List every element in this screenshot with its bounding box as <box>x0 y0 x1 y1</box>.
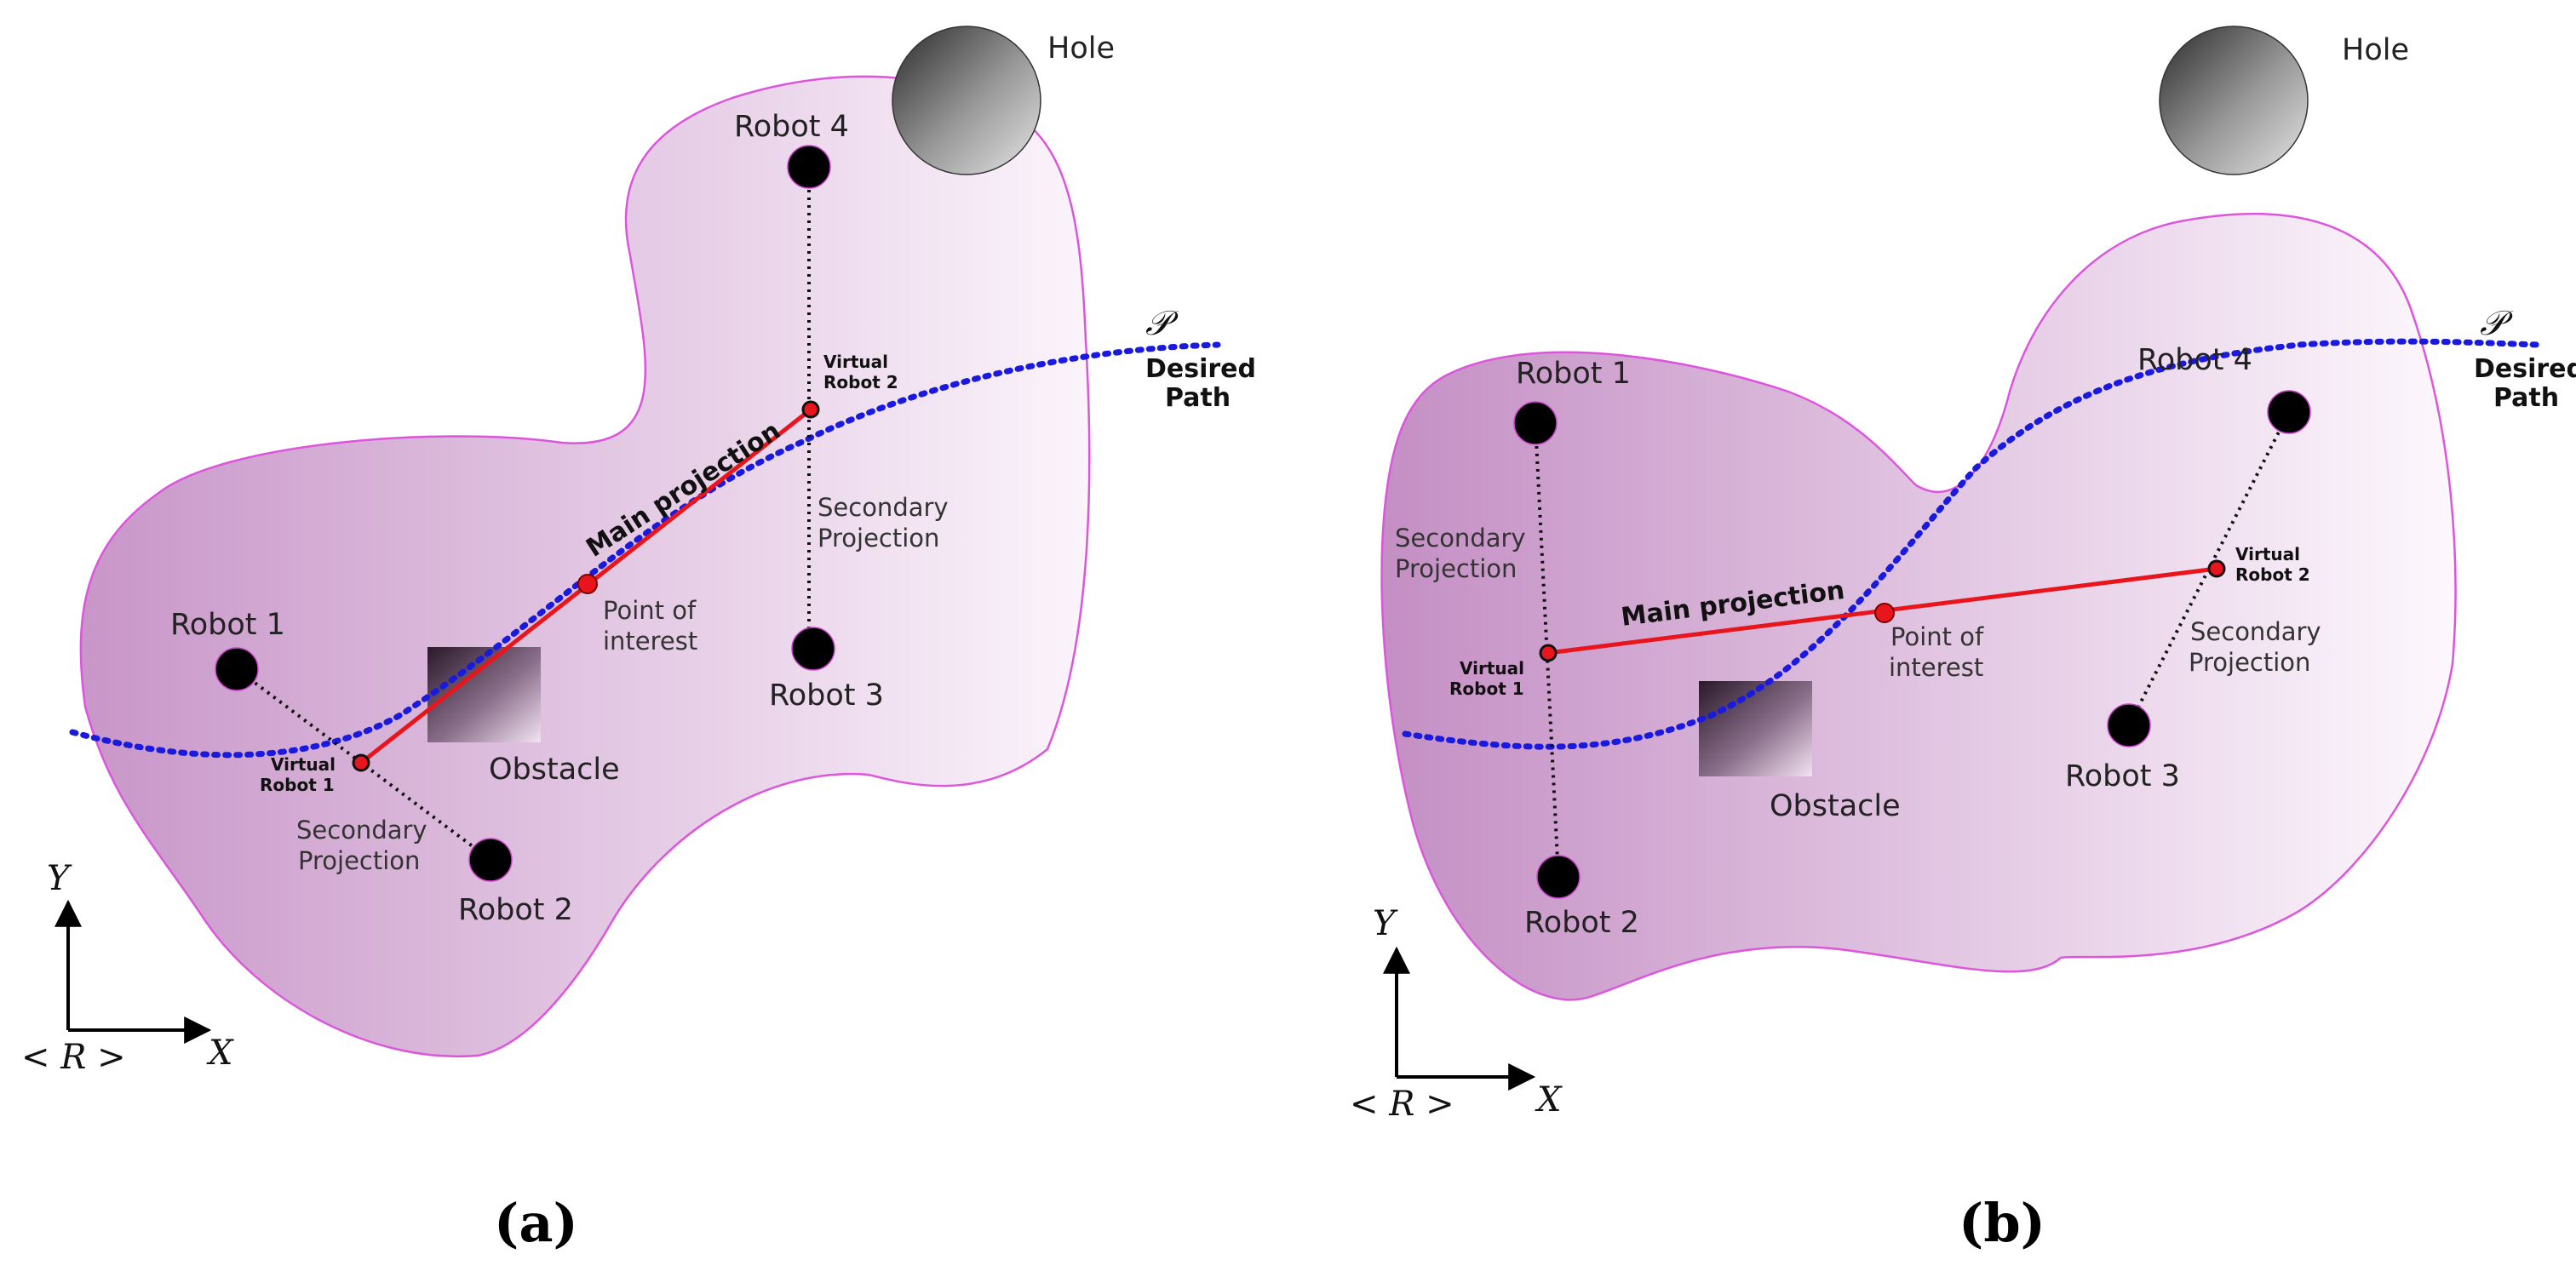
robot-2 <box>468 838 513 882</box>
caption-a: (a) <box>494 1192 578 1254</box>
point-of-interest <box>577 574 598 594</box>
robot-1 <box>1513 401 1558 445</box>
robot-2 <box>1536 855 1581 899</box>
robot-4 <box>787 145 831 189</box>
panel-b: Hole Obstacle 𝒫 Desired Path Main projec… <box>1350 26 2576 1254</box>
panel-a: Hole Obstacle 𝒫 Desired Path Main projec… <box>21 26 1265 1254</box>
robot-4-label: Robot 4 <box>734 110 849 144</box>
secondary-projection-label-1: Secondary Projection <box>296 816 435 875</box>
desired-path-label: Desired Path <box>2474 354 2576 413</box>
y-axis-label: Y <box>1373 904 1398 943</box>
x-axis-label: X <box>206 1034 234 1073</box>
hole-label: Hole <box>1047 31 1115 66</box>
virtual-robot-1-label: Virtual Robot 1 <box>260 754 341 795</box>
reference-frame-label: < R > <box>1350 1085 1454 1124</box>
robot-3 <box>791 627 835 671</box>
robot-1-label: Robot 1 <box>170 608 285 642</box>
virtual-robot-1 <box>1539 644 1558 662</box>
hole <box>2159 26 2309 175</box>
point-of-interest-label: Point of interest <box>1889 622 1991 682</box>
robot-2-label: Robot 2 <box>458 893 573 927</box>
reference-frame-label: < R > <box>21 1038 126 1077</box>
virtual-robot-2 <box>2207 559 2226 578</box>
virtual-robot-2-label: Virtual Robot 2 <box>2235 544 2310 585</box>
desired-path <box>69 341 1221 759</box>
robot-2-label: Robot 2 <box>1524 906 1639 940</box>
robot-4-label: Robot 4 <box>2137 343 2252 377</box>
point-of-interest-label: Point of interest <box>603 596 703 656</box>
x-axis-label: X <box>1535 1080 1563 1120</box>
obstacle-label: Obstacle <box>489 753 620 787</box>
robot-3-label: Robot 3 <box>2065 759 2180 793</box>
hole-label: Hole <box>2342 33 2409 67</box>
secondary-projection-label-2: Secondary Projection <box>2189 617 2329 677</box>
caption-b: (b) <box>1959 1192 2045 1254</box>
obstacle-label: Obstacle <box>1770 789 1901 823</box>
secondary-projection-line-2 <box>2127 411 2291 726</box>
hole <box>892 26 1041 175</box>
y-axis-label: Y <box>47 859 72 898</box>
virtual-robot-2 <box>801 400 820 419</box>
robot-4 <box>2267 390 2311 434</box>
virtual-robot-2-label: Virtual Robot 2 <box>823 352 898 392</box>
robot-1-label: Robot 1 <box>1516 357 1631 391</box>
point-of-interest <box>1874 603 1895 623</box>
path-symbol: 𝒫 <box>2480 304 2514 343</box>
obstacle <box>1699 681 1812 776</box>
virtual-robot-1 <box>352 753 370 772</box>
robot-3-label: Robot 3 <box>769 679 884 713</box>
desired-path-label: Desired Path <box>1145 354 1265 413</box>
robot-3 <box>2107 703 2151 747</box>
robot-1 <box>215 647 259 691</box>
path-symbol: 𝒫 <box>1145 304 1179 343</box>
desired-path <box>1402 338 2541 750</box>
virtual-robot-1-label: Virtual Robot 1 <box>1449 658 1530 699</box>
secondary-projection-label-1: Secondary Projection <box>1395 524 1534 583</box>
formation-region <box>79 75 1091 1058</box>
secondary-projection-label-2: Secondary Projection <box>818 493 956 553</box>
